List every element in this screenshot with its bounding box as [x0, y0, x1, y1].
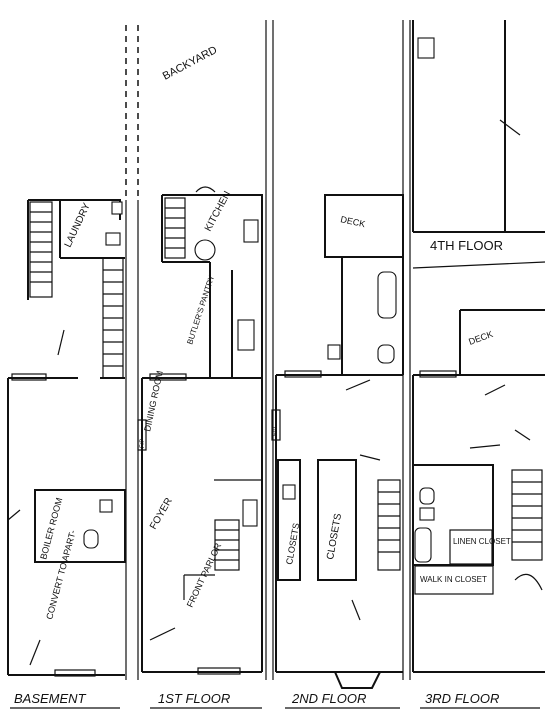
laundry-sink-icon — [105, 232, 121, 246]
pantry-counter-icon — [237, 319, 255, 351]
fourth-floor-label: 4TH FLOOR — [430, 238, 503, 253]
second-sink-icon — [327, 344, 341, 360]
second-fireplace — [271, 409, 281, 441]
second-floor-label: 2ND FLOOR — [291, 691, 366, 706]
basement-rear-window — [11, 373, 47, 381]
second-toilet-icon — [377, 344, 395, 364]
first-front-window — [197, 667, 241, 675]
basement-center-stairs — [102, 257, 124, 379]
closets-label-left: CLOSETS — [284, 522, 301, 565]
second-floor-plan: DECK F/P CLOSETS CLOSETS — [271, 194, 404, 689]
powder-room-sink-icon — [242, 499, 258, 527]
first-fireplace — [137, 419, 147, 451]
basement-plan: LAUNDRY BOILER ROOM CONVERT TO APART- — [7, 199, 126, 677]
backyard-label: BACKYARD — [161, 44, 219, 83]
closets-label-right: CLOSETS — [325, 512, 344, 560]
second-rear-window — [284, 370, 322, 378]
basement-rear-stairs — [29, 201, 53, 298]
floor-labels: 4TH FLOOR BASEMENT 1ST FLOOR 2ND FLOOR 3… — [10, 238, 540, 709]
deck-second-label: DECK — [340, 214, 367, 229]
third-stairs — [511, 469, 543, 591]
first-floor-plan: BACKYARD F/P — [137, 44, 263, 675]
third-sink-icon — [419, 507, 435, 521]
first-rear-stairs — [164, 197, 186, 259]
property-lines — [125, 20, 411, 680]
kitchen-table-icon — [194, 239, 216, 261]
fourth-sink-icon — [417, 37, 435, 59]
second-bathtub-icon — [377, 271, 397, 319]
foyer-label: FOYER — [148, 496, 175, 531]
range-icon — [243, 219, 259, 243]
kitchen-label: KITCHEN — [203, 189, 233, 233]
fourth-floor-plan — [412, 20, 546, 269]
toilet-icon — [83, 529, 99, 549]
first-main-stairs — [214, 519, 240, 571]
second-bay-window — [334, 671, 381, 689]
first-floor-label: 1ST FLOOR — [158, 691, 230, 706]
sink-icon — [99, 499, 113, 513]
third-bathtub-icon — [414, 527, 432, 563]
linen-closet-label: LINEN CLOSET — [453, 537, 511, 546]
washer-icon — [111, 201, 123, 215]
first-rear-window — [149, 373, 187, 381]
closet-sink-icon — [282, 484, 296, 500]
dining-room-label: DINING ROOM — [142, 370, 165, 433]
walk-in-closet-label: WALK IN CLOSET — [420, 575, 487, 584]
deck-third-label: DECK — [467, 329, 494, 347]
spiral-stair-icon — [514, 573, 543, 591]
laundry-label: LAUNDRY — [63, 201, 93, 249]
basement-front-window — [54, 669, 96, 677]
fp-first-label: F/P — [140, 439, 146, 448]
basement-label: BASEMENT — [14, 691, 87, 706]
third-toilet-icon — [419, 487, 435, 505]
fp-second-label: F/P — [273, 427, 279, 436]
butlers-pantry-label: BUTLER'S PANTRY — [185, 273, 216, 345]
third-rear-window — [419, 370, 457, 378]
rear-door-swing — [195, 186, 216, 193]
third-floor-label: 3RD FLOOR — [425, 691, 499, 706]
second-stairs — [377, 479, 401, 571]
third-floor-plan: DECK LINEN CLOSET WALK IN CLOSET — [412, 309, 545, 673]
boiler-room-label: BOILER ROOM — [38, 497, 64, 561]
